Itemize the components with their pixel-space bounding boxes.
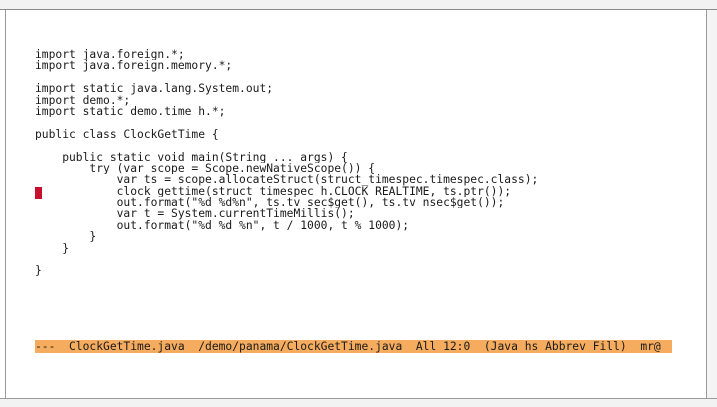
window-right-border xyxy=(706,10,717,407)
code-line: try (var scope = Scope.newNativeScope())… xyxy=(35,162,376,175)
code-line: import java.foreign.*; xyxy=(35,49,185,61)
text-cursor xyxy=(35,187,42,199)
code-line xyxy=(35,117,695,128)
code-line: public class ClockGetTime { xyxy=(35,128,219,141)
code-editor-buffer[interactable]: import java.foreign.*; import java.forei… xyxy=(35,49,695,277)
code-line: public static void main(String ... args)… xyxy=(35,151,348,163)
code-line xyxy=(35,254,695,265)
code-line: out.format("%d %d%n", ts.tv_sec$get(), t… xyxy=(35,197,505,209)
mode-line: --- ClockGetTime.java /demo/panama/Clock… xyxy=(35,340,672,353)
code-line: } xyxy=(35,242,70,255)
code-line: out.format("%d %d %n", t / 1000, t % 100… xyxy=(35,219,410,232)
code-line: import demo.*; xyxy=(35,94,131,106)
code-line: var t = System.currentTimeMillis(); xyxy=(35,208,355,220)
code-line: import java.foreign.memory.*; xyxy=(35,60,233,72)
code-line: } xyxy=(35,265,42,277)
code-line: import static demo.time_h.*; xyxy=(35,105,226,118)
window-bottom-border xyxy=(0,398,717,407)
code-line xyxy=(35,140,695,151)
window-left-border xyxy=(5,10,6,398)
code-line: var ts = scope.allocateStruct(struct_tim… xyxy=(35,174,539,186)
code-line: } xyxy=(35,231,97,243)
code-line: import static java.lang.System.out; xyxy=(35,83,274,95)
code-line: clock_gettime(struct_timespec_h.CLOCK_RE… xyxy=(35,185,512,198)
code-line xyxy=(35,72,695,83)
window-top-border xyxy=(0,0,717,10)
